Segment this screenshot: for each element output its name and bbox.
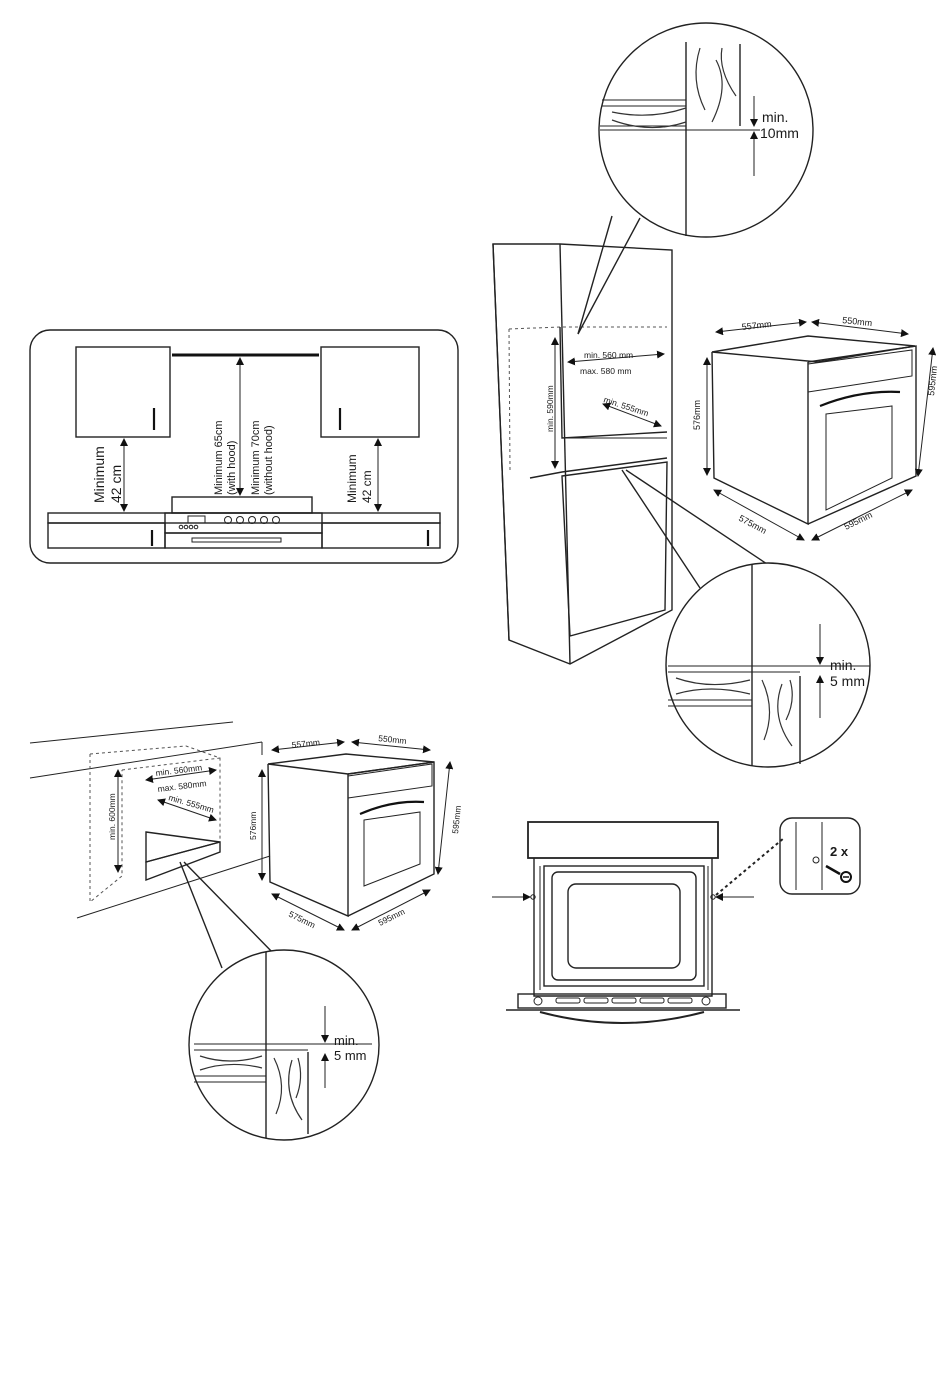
right-clearance-text: Minimum42 cm — [345, 454, 374, 503]
uc-niche-width-max: max. 580mm — [157, 778, 207, 794]
ovt-height-front: 595mm — [926, 365, 939, 396]
col-niche-width-max: max. 580 mm — [580, 366, 632, 376]
screw-icon — [826, 866, 851, 882]
left-clearance-text: Minimum42 cm — [91, 446, 124, 503]
oven-fixing-diagram: 2 x — [492, 818, 860, 1023]
with-hood-text: Minimum 65cm(with hood) — [213, 420, 238, 495]
oven-dims-bottom: 557mm 550mm 576mm 595mm 575mm 595mm — [248, 733, 463, 930]
zoom-br-min: min. — [830, 657, 856, 673]
oven-dims-top: 557mm 550mm 576mm 595mm 575mm 595mm — [692, 315, 939, 540]
ovb-height-front: 595mm — [450, 805, 463, 834]
ovb-height-body: 576mm — [248, 812, 258, 840]
ovt-depth-bottom: 575mm — [737, 513, 768, 536]
col-niche-width-min: min. 560 mm — [584, 350, 633, 360]
undercounter-install-diagram: min. 600mm min. 560mm max. 580mm min. 55… — [30, 722, 379, 1140]
ovt-width-top: 557mm — [741, 319, 772, 332]
without-hood-text: Minimum 70cm(without hood) — [250, 420, 275, 495]
zoom-bl-min: min. — [334, 1033, 359, 1048]
zoom-top-min: min. — [762, 109, 788, 125]
hob-clearance-diagram: Minimum42 cm Minimum42 cm Minimum 65cm(w… — [30, 330, 458, 563]
screw-count: 2 x — [830, 844, 849, 859]
ovb-depth-bottom: 575mm — [287, 909, 317, 930]
ovt-width-bottom: 595mm — [842, 510, 873, 532]
uc-niche-height: min. 600mm — [107, 793, 117, 840]
zoom-br-value: 5 mm — [830, 673, 865, 689]
zoom-bl-value: 5 mm — [334, 1048, 367, 1063]
zoom-top-value: 10mm — [760, 125, 799, 141]
col-niche-height: min. 590mm — [545, 385, 555, 432]
ovb-width-top: 557mm — [291, 737, 320, 750]
ovb-depth-top: 550mm — [378, 733, 407, 746]
ovt-height-body: 576mm — [692, 400, 702, 430]
column-install-diagram: min. 590mm min. 560 mm max. 580 mm min. … — [493, 23, 870, 767]
